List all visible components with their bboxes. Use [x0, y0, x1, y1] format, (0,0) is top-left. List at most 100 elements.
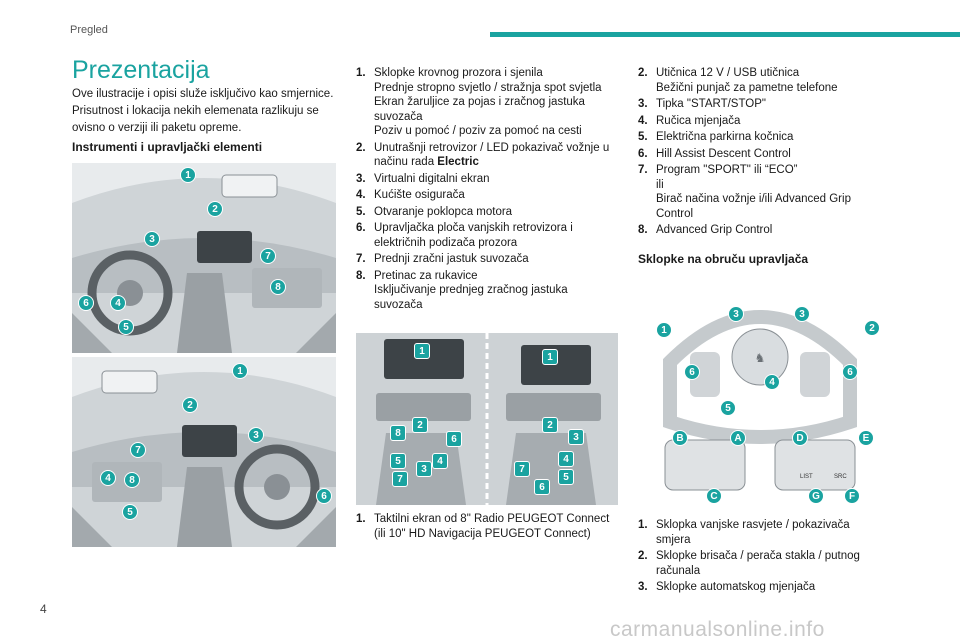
item-number: 5.: [638, 131, 648, 143]
item-text: Sklopke brisača / perača stakla / putnog…: [656, 550, 860, 577]
callout-1: 1: [232, 363, 248, 379]
callout-6: 6: [446, 431, 462, 447]
callout-7: 7: [130, 442, 146, 458]
header-accent-bar: [490, 32, 960, 37]
item-number: 2.: [638, 550, 648, 562]
item-text: Program "SPORT" ili “ECO”: [656, 164, 798, 176]
list-item: 7.Prednji zračni jastuk suvozača: [356, 252, 618, 267]
item-emphasis: Electric: [437, 156, 479, 168]
dashboard-lhd-illustration: [72, 163, 336, 353]
item-number: 7.: [356, 253, 366, 265]
dashboard-figure-lhd: 1 2 3 7 8 6 4 5: [72, 163, 336, 353]
item-text: Ručica mjenjača: [656, 114, 741, 127]
callout-5: 5: [122, 504, 138, 520]
dashboard-figure-rhd: 1 2 3 7 4 8 6 5: [72, 357, 336, 547]
item-text: Unutrašnji retrovizor / LED pokazivač vo…: [374, 141, 610, 169]
running-header: Pregled: [70, 24, 108, 36]
watermark: carmanualsonline.info: [610, 618, 825, 641]
item-number: 1.: [356, 67, 366, 79]
src-button-label: SRC: [834, 474, 847, 480]
item-text: Kućište osigurača: [374, 189, 465, 201]
callout-6: 6: [316, 488, 332, 504]
item-text: Pretinac za rukavice: [374, 269, 478, 282]
section-heading-wheel: Sklopke na obruču upravljača: [638, 252, 809, 266]
item-text: Birač načina vožnje i/ili Advanced Grip …: [656, 193, 851, 220]
svg-text:♞: ♞: [755, 351, 766, 365]
item-number: 6.: [356, 222, 366, 234]
callout-8: 8: [270, 279, 286, 295]
intro-text: Ove ilustracije i opisi služe isključivo…: [72, 88, 334, 134]
item-text: Otvaranje poklopca motora: [374, 205, 513, 218]
list-item: 8. Advanced Grip Control: [638, 223, 878, 238]
item-number: 3.: [638, 98, 648, 110]
callout-E: E: [858, 430, 874, 446]
item-text: ili: [656, 178, 664, 191]
item-text: Bežični punjač za pametne telefone: [656, 81, 838, 94]
item-number: 3.: [638, 581, 648, 593]
item-text: Prednje stropno svjetlo / stražnja spot …: [374, 81, 602, 94]
item-number: 8.: [638, 224, 648, 236]
list-item: 5.Otvaranje poklopca motora: [356, 205, 618, 220]
item-number: 1.: [356, 513, 366, 525]
callout-7: 7: [392, 471, 408, 487]
item-text: Ekran žaruljice za pojas i zračnog jastu…: [374, 96, 585, 123]
callout-2: 2: [542, 417, 558, 433]
steering-wheel-figure: ♞ 1 2 3 3 4 5 6 6 A B C D E F G LIST SRC: [650, 282, 880, 504]
callout-4: 4: [110, 295, 126, 311]
callout-G: G: [808, 488, 824, 504]
middle-bottom-column: 1.Taktilni ekran od 8" Radio PEUGEOT Con…: [356, 512, 618, 543]
callout-1: 1: [542, 349, 558, 365]
callout-7: 7: [260, 248, 276, 264]
callout-1: 1: [414, 343, 430, 359]
section-heading-instruments: Instrumenti i upravljački elementi: [72, 140, 263, 154]
callout-4: 4: [558, 451, 574, 467]
steering-wheel-illustration: ♞: [663, 310, 857, 491]
callout-1: 1: [656, 322, 672, 338]
list-item: 2.Unutrašnji retrovizor / LED pokazivač …: [356, 141, 618, 170]
list-button-label: LIST: [800, 474, 813, 480]
item-number: 1.: [638, 519, 648, 531]
list-item: 1.Sklopka vanjske rasvjete / pokazivača …: [638, 518, 878, 547]
list-item: 3. Virtualni digitalni ekran: [356, 172, 618, 187]
item-number: 6.: [638, 147, 648, 160]
list-item: 4.Kućište osigurača: [356, 188, 618, 203]
list-item: 1.Taktilni ekran od 8" Radio PEUGEOT Con…: [356, 512, 618, 541]
item-number: 8.: [356, 269, 366, 282]
item-text: Virtualni digitalni ekran: [374, 172, 490, 185]
item-text: Električna parkirna kočnica: [656, 131, 794, 143]
wheel-controls-list: 1.Sklopka vanjske rasvjete / pokazivača …: [638, 518, 878, 595]
callout-8: 8: [390, 425, 406, 441]
item-text: Isključivanje prednjeg zračnog jastuka s…: [374, 284, 568, 311]
list-item: 5. Električna parkirna kočnica: [638, 130, 878, 145]
list-item: 2. Sklopke brisača / perača stakla / putn…: [638, 549, 878, 578]
callout-3: 3: [728, 306, 744, 322]
callout-7: 7: [514, 461, 530, 477]
list-item: 6.Hill Assist Descent Control: [638, 147, 878, 162]
console-figure: 1 2 8 6 5 4 3 7 1 2 3 4 7 5 6: [356, 333, 618, 505]
item-text: Advanced Grip Control: [656, 224, 773, 236]
callout-C: C: [706, 488, 722, 504]
callout-3: 3: [248, 427, 264, 443]
callout-2: 2: [182, 397, 198, 413]
callout-5: 5: [118, 319, 134, 335]
callout-B: B: [672, 430, 688, 446]
dashboard-rhd-illustration: [72, 357, 336, 547]
list-item: 4.Ručica mjenjača: [638, 114, 878, 129]
item-number: 3.: [356, 172, 366, 185]
item-number: 7.: [638, 164, 648, 176]
callout-2: 2: [864, 320, 880, 336]
callout-6: 6: [534, 479, 550, 495]
callout-6: 6: [78, 295, 94, 311]
callout-2: 2: [207, 201, 223, 217]
item-number: 2.: [638, 67, 648, 79]
callout-5: 5: [558, 469, 574, 485]
item-text: Utičnica 12 V / USB utičnica: [656, 67, 800, 79]
right-bottom-column: 1.Sklopka vanjske rasvjete / pokazivača …: [638, 518, 878, 597]
page-title: Prezentacija: [72, 56, 210, 84]
touchscreen-list: 1.Taktilni ekran od 8" Radio PEUGEOT Con…: [356, 512, 618, 541]
